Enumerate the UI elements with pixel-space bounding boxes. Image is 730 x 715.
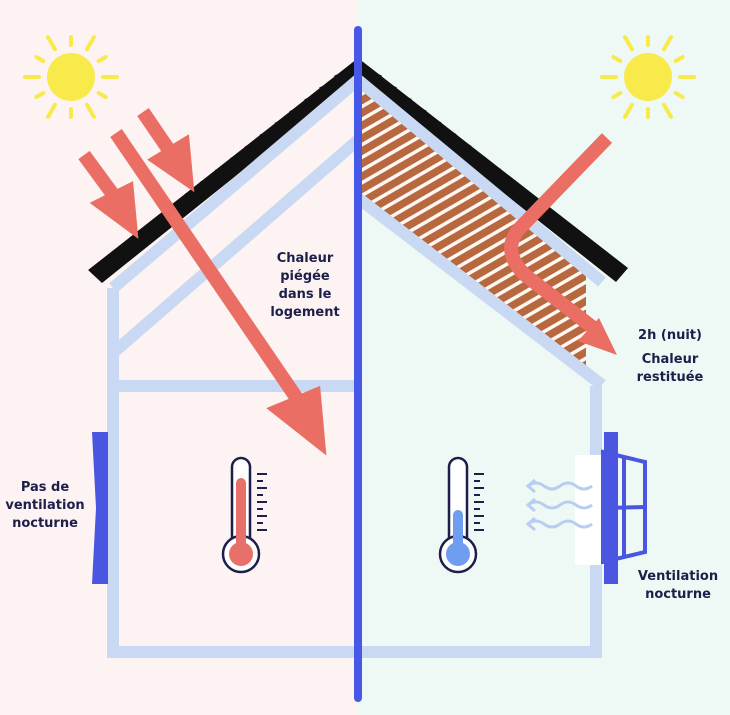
heat-released-label: Chaleur restituée xyxy=(636,352,704,385)
shutter-icon xyxy=(92,432,108,584)
trapped-heat-label: Chaleur piégée dans le logement xyxy=(270,251,340,320)
night-time-label: 2h (nuit) xyxy=(638,328,702,343)
roof-tiles-right xyxy=(358,58,628,282)
thermometer-icon xyxy=(221,456,267,574)
heat-arrow-released xyxy=(504,133,617,355)
air-flow-icon xyxy=(525,478,593,532)
roof-tiles-right-teeth xyxy=(372,71,621,274)
thermometer-icon xyxy=(438,456,484,574)
no-night-ventilation-label: Pas de ventilation nocturne xyxy=(5,480,85,531)
roof-tiles-left-teeth xyxy=(95,71,344,276)
heat-arrows-incoming xyxy=(78,108,327,456)
night-ventilation-label: Ventilation nocturne xyxy=(637,569,719,602)
roof-insulation xyxy=(362,88,586,368)
sun-icon xyxy=(23,35,119,119)
sun-icon xyxy=(600,35,696,119)
window-icon xyxy=(575,432,647,584)
